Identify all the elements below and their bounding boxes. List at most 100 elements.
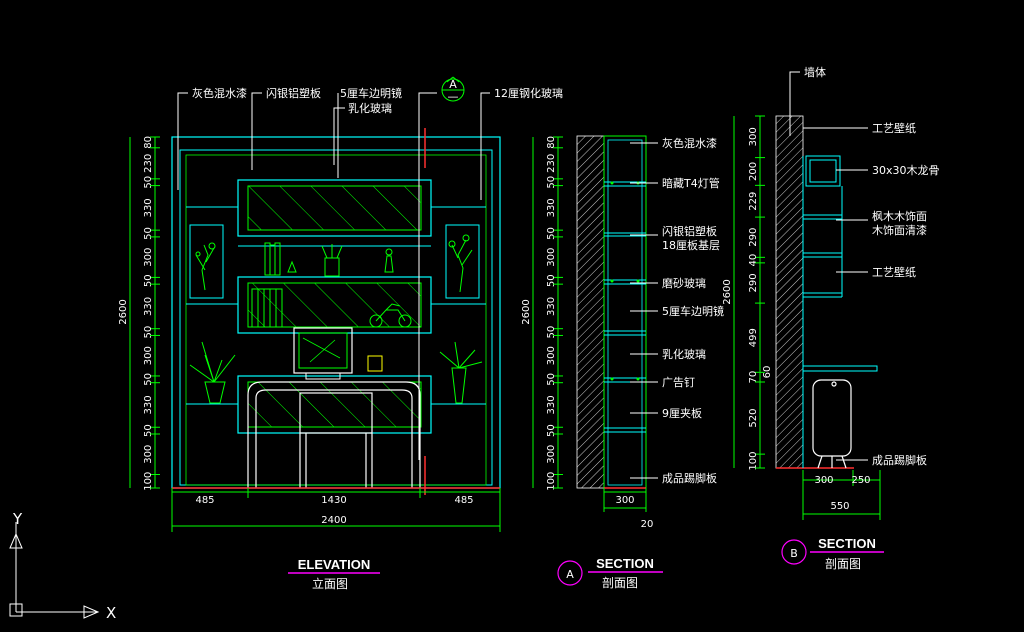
section-a-label-2: 暗藏T4灯管 xyxy=(662,176,720,190)
elevation-dim-value: 50 xyxy=(143,176,154,189)
section-b-title: SECTION xyxy=(818,536,876,551)
section-a-dim-value: 100 xyxy=(546,472,557,491)
ucs-axis-icon: Y X xyxy=(9,510,116,622)
elevation-subtitle: 立面图 xyxy=(312,576,348,591)
motorcycle-icon xyxy=(369,303,412,328)
section-a-marker[interactable]: A xyxy=(557,560,583,586)
label-grey-paint: 灰色混水漆 xyxy=(192,86,247,100)
section-b-dim-value: 70 xyxy=(748,371,759,384)
section-b-dim-value: 499 xyxy=(748,328,759,347)
section-b-dim-value: 290 xyxy=(748,228,759,247)
section-b-dimension-lines xyxy=(733,116,881,520)
elevation-dim-value: 330 xyxy=(143,297,154,316)
section-a-label-1: 灰色混水漆 xyxy=(662,136,717,150)
elevation-dim-value: 50 xyxy=(143,373,154,386)
section-a-dim-value: 50 xyxy=(546,424,557,437)
elevation-width-left: 485 xyxy=(195,495,214,506)
section-a-extra-dim: 20 xyxy=(641,519,654,530)
section-a-label-7: 乳化玻璃 xyxy=(662,347,706,361)
lower-glass-panel xyxy=(247,381,422,428)
section-a-marker-label: A xyxy=(566,568,574,581)
section-a-title: SECTION xyxy=(596,556,654,571)
section-a-depth: 300 xyxy=(615,495,634,506)
elevation-dim-value: 330 xyxy=(143,395,154,414)
elevation-dim-value: 100 xyxy=(143,472,154,491)
elevation-width-center: 1430 xyxy=(321,495,346,506)
section-a-label-9: 9厘夹板 xyxy=(662,406,702,420)
section-b-desk-top xyxy=(802,365,878,372)
section-a-label-3: 闪银铝塑板 xyxy=(662,224,717,238)
section-a-subtitle: 剖面图 xyxy=(602,576,638,590)
section-a-leaders xyxy=(630,142,658,479)
section-a-light-fixtures xyxy=(610,181,640,381)
elevation-title: ELEVATION xyxy=(298,557,370,572)
section-b-dim-value: 200 xyxy=(748,162,759,181)
section-a-dim-value: 330 xyxy=(546,297,557,316)
section-a-dim-value: 300 xyxy=(546,248,557,267)
vase-icon xyxy=(195,234,473,293)
upper-glass-panel xyxy=(247,185,422,231)
ucs-y-label: Y xyxy=(12,510,23,528)
section-b-marker[interactable]: B xyxy=(781,539,807,565)
elevation-dim-value: 50 xyxy=(143,424,154,437)
section-b-dim-value: 100 xyxy=(748,452,759,471)
section-b-dim-value: 229 xyxy=(748,192,759,211)
middle-glass-panel xyxy=(247,282,422,328)
section-a-dimension-lines xyxy=(532,137,647,512)
section-b-dim-value: 40 xyxy=(748,254,759,267)
elevation-vertical-dimension-lines xyxy=(129,137,156,488)
section-a-dim-value: 50 xyxy=(546,227,557,240)
section-b-wall-hatch xyxy=(775,115,804,469)
plant-icon xyxy=(189,341,483,404)
section-a-label-6: 5厘车边明镜 xyxy=(662,304,724,318)
label-tempered-glass: 12厘钢化玻璃 xyxy=(494,86,563,100)
svg-text:—: — xyxy=(448,90,459,103)
elevation-total-height: 2600 xyxy=(118,299,129,324)
elevation-dim-value: 50 xyxy=(143,274,154,287)
elevation-horizontal-dimension-lines xyxy=(171,488,501,532)
section-marker-a-label: A xyxy=(449,78,457,91)
section-b-leaders xyxy=(789,71,868,461)
section-b-total-depth: 550 xyxy=(830,501,849,512)
section-b-label-wallpaper-2: 工艺壁纸 xyxy=(872,265,916,279)
section-b-marker-label: B xyxy=(790,547,798,560)
section-a-dim-value: 50 xyxy=(546,373,557,386)
section-b-total-height: 2600 xyxy=(722,279,733,304)
label-frosted-glass: 乳化玻璃 xyxy=(348,101,392,115)
section-b-label-wall: 墙体 xyxy=(804,65,826,79)
elevation-dim-value: 300 xyxy=(143,248,154,267)
section-b-label-wallpaper: 工艺壁纸 xyxy=(872,121,916,135)
elevation-back-panel xyxy=(185,154,487,486)
tv-icon xyxy=(293,327,383,380)
elevation-dim-value: 230 xyxy=(143,154,154,173)
section-a-dim-value: 80 xyxy=(546,136,557,149)
section-b-side-dim: 60 xyxy=(762,366,773,379)
elevation-dim-value: 300 xyxy=(143,346,154,365)
books-icon xyxy=(251,242,394,328)
section-a-dim-value: 330 xyxy=(546,198,557,217)
section-b-subtitle: 剖面图 xyxy=(825,557,861,571)
section-a-label-8: 广告钉 xyxy=(662,376,695,389)
section-a-cabinet xyxy=(603,135,647,489)
section-a-label-5: 磨砂玻璃 xyxy=(662,276,706,290)
section-a-dim-value: 330 xyxy=(546,395,557,414)
section-b-label-varnish: 木饰面清漆 xyxy=(872,223,927,237)
elevation-dim-value: 50 xyxy=(143,326,154,339)
section-b-label-skirting: 成品踢脚板 xyxy=(872,453,927,467)
section-a-wall-hatch xyxy=(576,135,605,489)
label-silver-plastic: 闪银铝塑板 xyxy=(266,86,321,100)
section-b-view: 墙体 工艺壁纸 30x30木龙骨 枫木木饰面 木饰面清漆 工艺壁纸 成品踢脚板 … xyxy=(722,65,940,571)
section-a-dim-value: 50 xyxy=(546,326,557,339)
section-b-dim-value: 300 xyxy=(748,127,759,146)
section-a-total-height: 2600 xyxy=(521,299,532,324)
section-b-dim-value: 520 xyxy=(748,409,759,428)
elevation-total-width: 2400 xyxy=(321,515,346,526)
label-mirror: 5厘车边明镜 xyxy=(340,86,402,100)
upper-mirror-box xyxy=(237,179,432,237)
section-a-dim-value: 300 xyxy=(546,346,557,365)
section-marker-a[interactable]: A — xyxy=(441,76,465,103)
